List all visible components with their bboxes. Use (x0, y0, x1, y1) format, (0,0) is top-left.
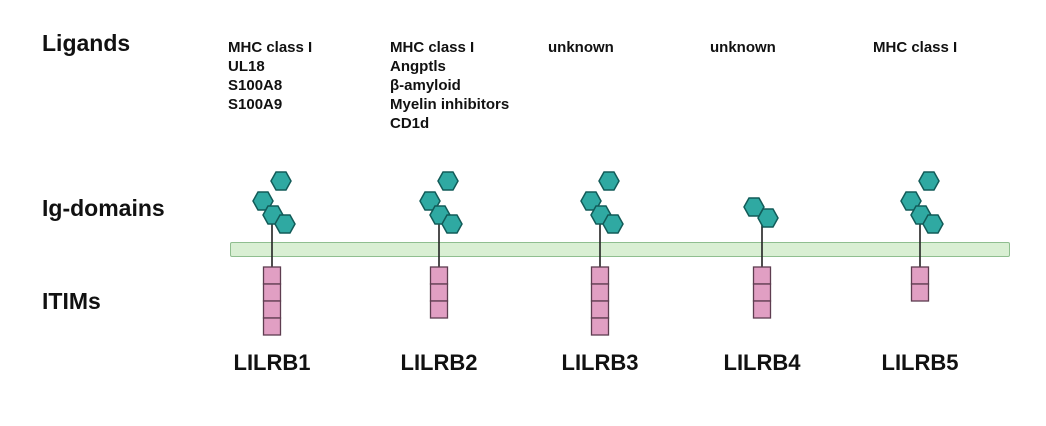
ig-domain-icon (437, 171, 459, 191)
ligand-label: UL18 (228, 58, 265, 75)
ligands-row-label: Ligands (42, 30, 131, 56)
ig-domain-icon (270, 171, 292, 191)
receptor-structure (419, 171, 463, 319)
itim-icon (910, 283, 930, 302)
ligand-label: Myelin inhibitors (390, 96, 510, 113)
ligand-label: MHC class I (390, 39, 475, 56)
cell-membrane (230, 242, 1010, 257)
ligand-list: MHC class I (873, 38, 1043, 57)
itim-icon (910, 266, 930, 285)
itim-icon (752, 300, 772, 319)
ligand-label: S100A8 (228, 77, 283, 94)
ligand-list: unknown (710, 38, 880, 57)
itim-icon (590, 283, 610, 302)
itim-icon (262, 300, 282, 319)
ig-domain-icon (743, 197, 765, 217)
itim-icon (429, 300, 449, 319)
ligand-label: MHC class I (228, 39, 313, 56)
itim-icon (752, 283, 772, 302)
receptor-structure (252, 171, 296, 336)
ligand-label: unknown (710, 39, 776, 56)
ig-domain-icon (441, 214, 463, 234)
ligand-label: Angptls (390, 58, 446, 75)
receptor-name: LILRB2 (400, 350, 478, 375)
ig-domain-icon (274, 214, 296, 234)
itim-icon (262, 317, 282, 336)
itim-icon (752, 266, 772, 285)
itim-icon (590, 266, 610, 285)
receptor-structure (900, 171, 944, 302)
ligand-label: MHC class I (873, 39, 958, 56)
ig-domains-row-label: Ig-domains (42, 195, 165, 221)
ligand-list: unknown (548, 38, 718, 57)
ig-domain-icon (598, 171, 620, 191)
itim-icon (429, 266, 449, 285)
itim-icon (429, 283, 449, 302)
itim-icon (590, 317, 610, 336)
ligand-label: CD1d (390, 115, 430, 132)
ligand-label: β-amyloid (390, 77, 461, 94)
receptor-structure (743, 197, 779, 319)
itims-row-label: ITIMs (42, 288, 101, 314)
receptor-name: LILRB1 (233, 350, 311, 375)
ig-domain-icon (918, 171, 940, 191)
ligand-label: unknown (548, 39, 614, 56)
ig-domain-icon (922, 214, 944, 234)
ig-domain-icon (757, 208, 779, 228)
receptor-name: LILRB4 (723, 350, 801, 375)
itim-icon (590, 300, 610, 319)
receptor-structure (580, 171, 624, 336)
receptor-name: LILRB5 (881, 350, 959, 375)
itim-icon (262, 283, 282, 302)
receptor-name: LILRB3 (561, 350, 639, 375)
itim-icon (262, 266, 282, 285)
ligand-label: S100A9 (228, 96, 283, 113)
ig-domain-icon (602, 214, 624, 234)
